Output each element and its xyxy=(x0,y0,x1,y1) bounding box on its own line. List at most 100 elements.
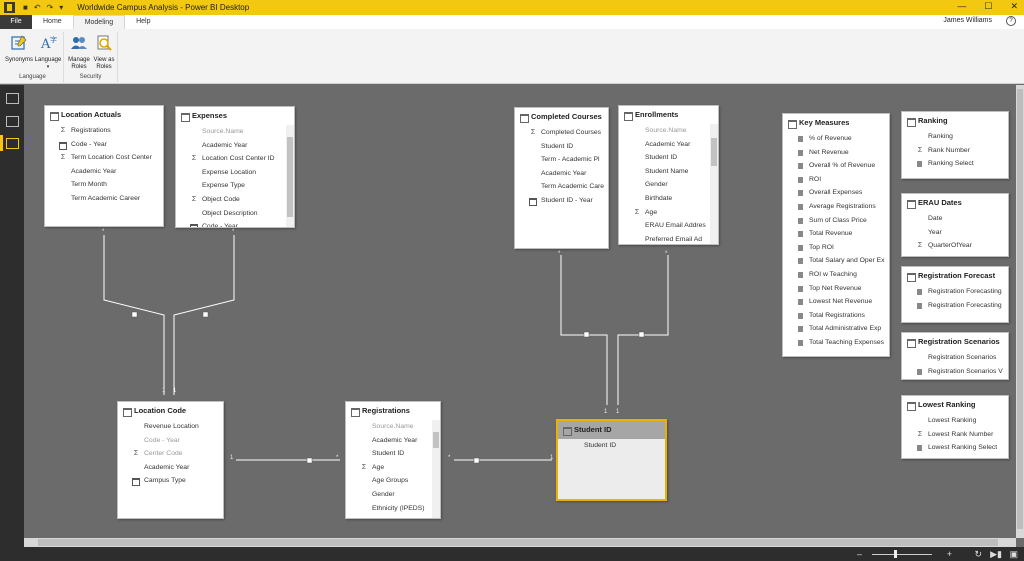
field-row[interactable]: ROI w Teaching xyxy=(783,268,889,282)
field-row[interactable]: Academic Year xyxy=(176,139,294,153)
table-title[interactable]: Student ID xyxy=(558,421,665,439)
field-row[interactable]: Student ID xyxy=(515,140,608,154)
table-title[interactable]: ERAU Dates xyxy=(902,194,1008,212)
field-row[interactable]: Ranking Select xyxy=(902,157,1008,171)
save-icon[interactable]: ■ xyxy=(23,3,28,12)
field-row[interactable]: Ethnicity (IPEDS) xyxy=(346,502,440,516)
field-row[interactable]: Lowest Ranking xyxy=(902,414,1008,428)
relationship-line[interactable] xyxy=(103,235,165,395)
table-title[interactable]: Registrations xyxy=(346,402,440,420)
field-row[interactable]: % of Revenue xyxy=(783,132,889,146)
tab-modeling[interactable]: Modeling xyxy=(72,15,126,29)
manage-roles-button[interactable]: Manage Roles xyxy=(64,32,94,71)
relationships-view-icon[interactable] xyxy=(6,138,19,149)
field-row[interactable]: Overall Expenses xyxy=(783,186,889,200)
field-row[interactable]: Source.Name xyxy=(176,125,294,139)
field-row[interactable]: Student ID xyxy=(558,439,665,453)
table-scrollbar[interactable] xyxy=(710,124,718,244)
relationships-canvas[interactable]: * * 1 1 * * 1 1 1 * * 1 Location Actuals… xyxy=(24,85,1016,538)
redo-icon[interactable]: ↷ xyxy=(46,3,54,12)
field-row[interactable]: Academic Year xyxy=(515,167,608,181)
field-row[interactable]: Code - Year xyxy=(118,434,223,448)
table-title[interactable]: Registration Forecast xyxy=(902,267,1008,285)
table-title[interactable]: Enrollments xyxy=(619,106,718,124)
tab-help[interactable]: Help xyxy=(136,18,151,25)
view-as-roles-button[interactable]: View as Roles xyxy=(89,32,119,71)
field-row[interactable]: Sum of Class Price xyxy=(783,214,889,228)
field-row[interactable]: Registration Forecasting xyxy=(902,299,1008,313)
relationship-line[interactable] xyxy=(173,235,235,395)
close-button[interactable]: ✕ xyxy=(1010,1,1018,11)
field-row[interactable]: Registration Scenarios xyxy=(902,351,1008,365)
table-title[interactable]: Expenses xyxy=(176,107,294,125)
field-row[interactable]: ΣMonthOfYear xyxy=(902,253,1008,257)
filter-direction-marker[interactable] xyxy=(638,331,645,338)
field-row[interactable]: Lowest Ranking Select xyxy=(902,441,1008,455)
filter-direction-marker[interactable] xyxy=(473,457,480,464)
field-row[interactable]: Registration Scenarios V xyxy=(902,365,1008,379)
field-row[interactable]: Academic Year xyxy=(45,165,163,179)
filter-direction-marker[interactable] xyxy=(306,457,313,464)
tab-file[interactable]: File xyxy=(0,15,32,29)
relationship-line[interactable] xyxy=(560,255,608,405)
field-row[interactable]: Gender xyxy=(619,178,718,192)
relationship-line[interactable] xyxy=(617,255,669,405)
field-row[interactable]: Source.Name xyxy=(619,124,718,138)
field-row[interactable]: Term Academic Career xyxy=(45,192,163,206)
field-row[interactable]: Year xyxy=(902,226,1008,240)
field-row[interactable]: Overall % of Revenue xyxy=(783,159,889,173)
field-row[interactable]: Preferred Email Ad xyxy=(619,233,718,244)
scrollbar-thumb[interactable] xyxy=(711,138,717,166)
language-button[interactable]: A 字 Language ▾ xyxy=(33,32,63,71)
field-row[interactable]: Student ID xyxy=(619,151,718,165)
undo-icon[interactable]: ↶ xyxy=(33,3,41,12)
fit-to-page-icon[interactable]: ▶▮ xyxy=(990,549,1002,559)
scrollbar-thumb[interactable] xyxy=(38,539,998,546)
report-view-icon[interactable] xyxy=(6,93,19,104)
fullscreen-icon[interactable]: ▣ xyxy=(1009,549,1018,559)
field-row[interactable]: Total Revenue xyxy=(783,227,889,241)
customize-qat-icon[interactable]: ▾ xyxy=(59,3,64,12)
synonyms-button[interactable]: Synonyms xyxy=(4,32,34,64)
minimize-button[interactable]: — xyxy=(957,1,967,11)
filter-direction-marker[interactable] xyxy=(583,331,590,338)
field-row[interactable]: Student ID xyxy=(346,447,440,461)
field-row[interactable]: Expense Type xyxy=(176,179,294,193)
field-row[interactable]: Academic Year xyxy=(619,138,718,152)
field-row[interactable]: Campus Type xyxy=(118,474,223,488)
field-row[interactable]: Date xyxy=(902,212,1008,226)
table-scrollbar[interactable] xyxy=(432,420,440,518)
scrollbar-thumb[interactable] xyxy=(287,137,293,217)
filter-direction-marker[interactable] xyxy=(131,311,138,318)
zoom-slider[interactable] xyxy=(862,550,940,558)
field-row[interactable]: Term Academic Care xyxy=(515,180,608,194)
field-row[interactable]: Top Net Revenue xyxy=(783,282,889,296)
field-row[interactable]: Term Month xyxy=(45,178,163,192)
table-title[interactable]: Completed Courses xyxy=(515,108,608,126)
table-title[interactable]: Registration Scenarios xyxy=(902,333,1008,351)
scrollbar-thumb[interactable] xyxy=(1017,89,1023,529)
help-icon[interactable]: ? xyxy=(1006,16,1016,26)
zoom-knob[interactable] xyxy=(894,550,897,558)
field-row[interactable]: Expense Location xyxy=(176,166,294,180)
scrollbar-thumb[interactable] xyxy=(433,432,439,448)
field-row[interactable]: Revenue Location xyxy=(118,420,223,434)
zoom-in-icon[interactable]: + xyxy=(946,549,952,559)
